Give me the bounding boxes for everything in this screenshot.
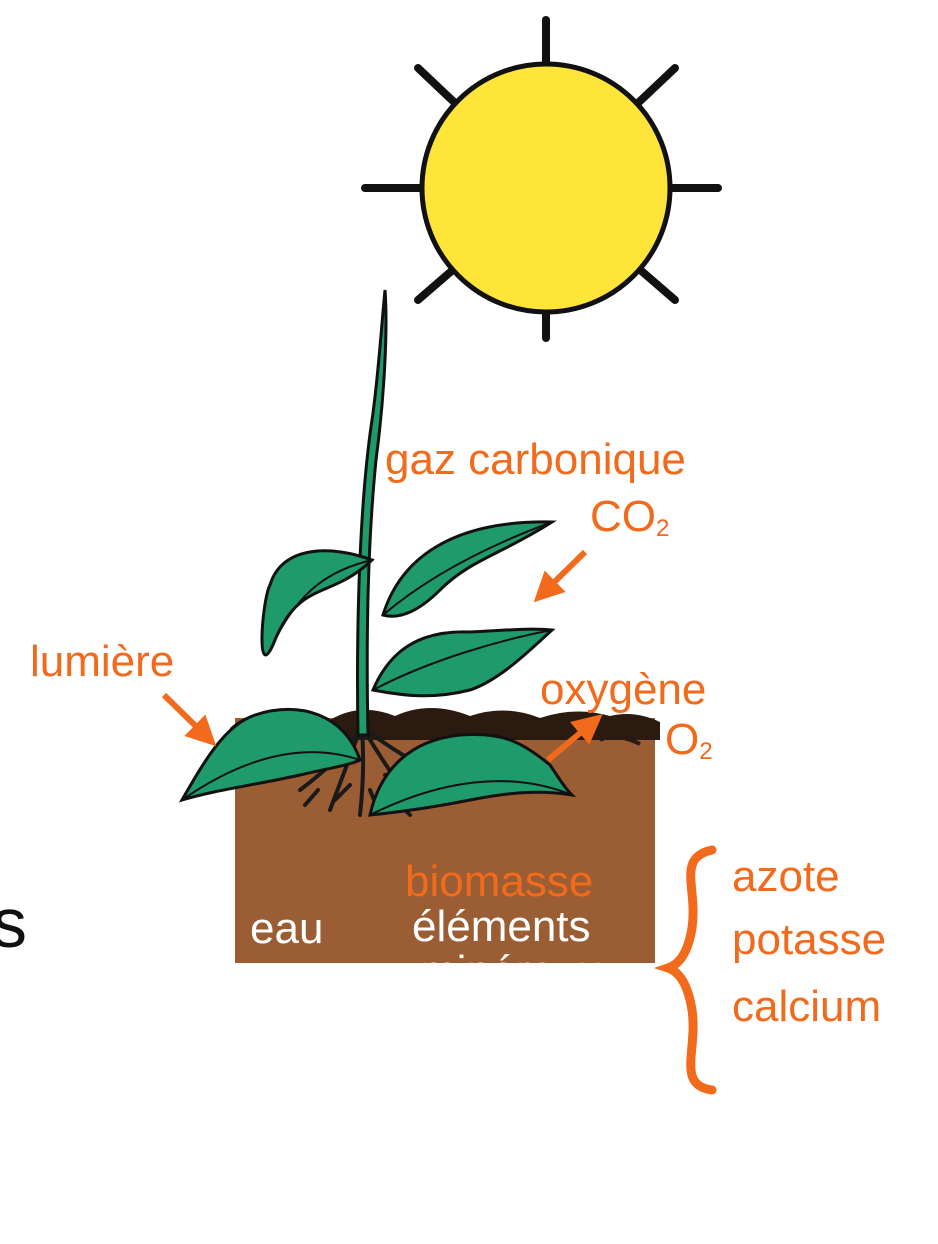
- label-biomasse: biomasse: [405, 860, 593, 904]
- label-potasse: potasse: [732, 918, 886, 962]
- label-mineraux: minéraux: [420, 950, 601, 994]
- label-calcium: calcium: [732, 985, 881, 1029]
- co2-arrow: [538, 552, 585, 598]
- o2-symbol: O: [665, 715, 699, 764]
- edge-text-fragment: s: [0, 888, 27, 958]
- label-oxygene: oxygène: [540, 668, 706, 712]
- label-eau: eau: [250, 907, 323, 951]
- co2-symbol: CO: [590, 492, 656, 541]
- label-gaz-carbonique: gaz carbonique: [385, 438, 686, 482]
- sun-icon: [365, 20, 718, 338]
- nutrients-brace: [668, 850, 712, 1090]
- label-elements: éléments: [412, 905, 591, 949]
- label-lumiere: lumière: [30, 640, 174, 684]
- label-o2: O2: [665, 718, 713, 764]
- label-co2: CO2: [590, 495, 669, 541]
- o2-subscript: 2: [699, 738, 712, 765]
- light-arrow: [164, 695, 212, 742]
- co2-subscript: 2: [656, 515, 669, 542]
- label-azote: azote: [732, 855, 840, 899]
